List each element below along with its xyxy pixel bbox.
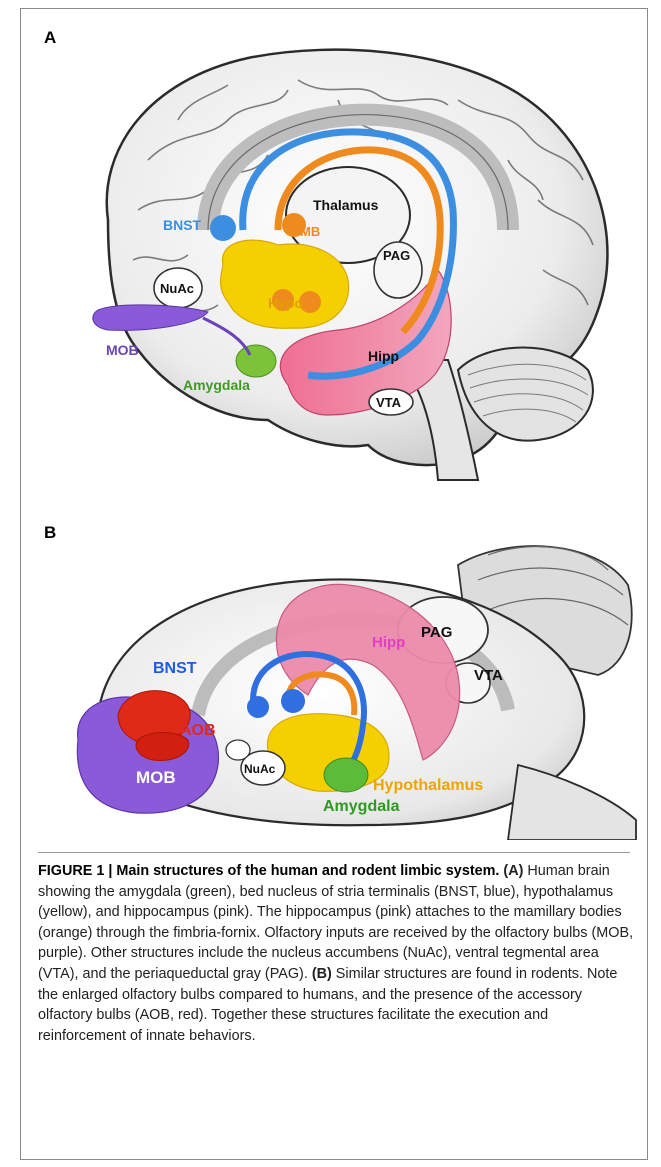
label-pag-a: PAG [383, 248, 410, 263]
amygdala-shape-a [236, 345, 276, 377]
figure-caption: FIGURE 1 | Main structures of the human … [38, 861, 638, 1046]
label-amygdala-b: Amygdala [323, 798, 400, 815]
label-bnst-b: BNST [153, 660, 197, 677]
label-aob-b: AOB [180, 722, 216, 739]
rodent-brain-illustration: PAG Hipp VTA BNST AOB NuAc MOB Hypothala… [38, 525, 638, 840]
label-vta-a: VTA [376, 395, 402, 410]
label-nuac-a: NuAc [160, 281, 194, 296]
label-vta-b: VTA [474, 667, 503, 684]
label-hypothalamus-b: Hypothalamus [373, 777, 483, 794]
label-hipp-b: Hipp [372, 634, 405, 651]
caption-title: FIGURE 1 | Main structures of the human … [38, 863, 499, 879]
bnst-shape-a [210, 215, 236, 241]
label-bnst-a: BNST [163, 217, 202, 233]
amygdala-shape-b [324, 758, 368, 792]
label-mb-a: MB [300, 224, 320, 239]
label-amygdala-a: Amygdala [183, 377, 250, 393]
label-pag-b: PAG [421, 624, 452, 641]
caption-divider [38, 852, 630, 853]
caption-a-text: Human brain showing the amygdala (green)… [38, 863, 633, 982]
label-mob-b: MOB [136, 768, 176, 787]
label-hypo-a: Hypo [268, 295, 303, 311]
label-hipp-a: Hipp [368, 348, 399, 364]
human-brain-illustration: BNST Thalamus MB PAG Hypo NuAc MOB Hipp … [38, 40, 638, 510]
label-nuac-b: NuAc [244, 762, 276, 776]
label-mob-a: MOB [106, 342, 139, 358]
label-thalamus-a: Thalamus [313, 197, 379, 213]
caption-b-marker: (B) [312, 966, 332, 982]
caption-a-marker: (A) [503, 863, 523, 879]
